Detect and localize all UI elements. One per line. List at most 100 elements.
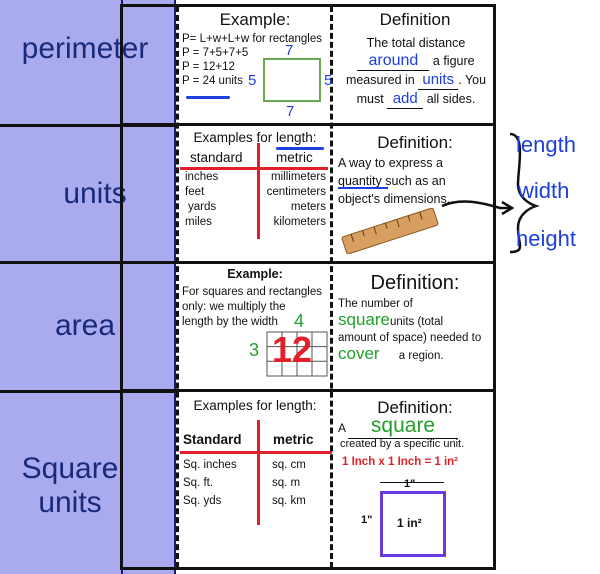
perimeter-rectangle	[263, 58, 321, 102]
def-text: A	[338, 421, 347, 435]
rect-label-top: 7	[285, 42, 294, 59]
units-definition: A way to express a quantity such as an o…	[338, 154, 496, 208]
annotation-arrow-brace	[441, 132, 540, 254]
perimeter-definition-title: Definition	[379, 10, 451, 29]
def-text: all sides.	[426, 92, 476, 106]
list-item: sq. cm	[272, 459, 306, 471]
row-divider	[120, 261, 496, 264]
term-square-units: Square units	[0, 452, 140, 520]
list-item: Sq. yds	[183, 495, 222, 507]
sq-header-standard: Standard	[183, 432, 242, 447]
area-example-text: For squares and rectangles only: we mult…	[182, 285, 330, 330]
grid-label-center: 12	[272, 329, 313, 370]
sq-formula: 1 Inch x 1 Inch = 1 in²	[342, 456, 458, 468]
example-line: only: we multiply the	[182, 301, 286, 313]
list-item: yards	[188, 201, 217, 213]
list-item: Sq. ft.	[183, 477, 214, 489]
margin-word-length: length	[516, 132, 576, 157]
sq-header-metric: metric	[273, 432, 314, 447]
def-text: a region.	[398, 350, 444, 362]
list-item: inches	[185, 171, 219, 183]
area-example-title: Example:	[227, 267, 283, 281]
margin-word-width: width	[518, 178, 570, 203]
list-item: sq. km	[272, 495, 306, 507]
grid-label-top: 4	[294, 311, 305, 331]
def-line: The total distance	[366, 36, 466, 50]
units-header-standard: standard	[190, 150, 243, 165]
def-line: cover a region.	[338, 344, 496, 364]
hand-word-square: square	[338, 310, 390, 329]
hand-word-units: units	[418, 71, 459, 90]
box-top-label: 1"	[404, 478, 416, 490]
list-item: miles	[185, 216, 212, 228]
box-center-label: 1 in²	[397, 516, 422, 530]
formula-line: P = 7+5+7+5	[182, 47, 249, 59]
list-item: kilometers	[273, 216, 326, 228]
red-column-line	[257, 420, 260, 525]
perimeter-definition: The total distance around a figure measu…	[336, 34, 496, 109]
def-line: around a figure	[336, 52, 496, 71]
area-definition-title: Definition:	[370, 272, 460, 294]
sq-definition-title: Definition:	[377, 398, 453, 417]
hand-word-cover: cover	[338, 344, 380, 363]
term-square-units-label: Square units	[21, 452, 119, 519]
row-divider	[0, 124, 176, 127]
list-item: millimeters	[271, 171, 326, 183]
def-line: object's dimensions.	[338, 192, 451, 206]
row-divider	[120, 123, 496, 126]
dimension-line	[380, 482, 444, 483]
def-text: units (total	[389, 316, 444, 328]
red-header-line	[180, 167, 328, 170]
units-header-metric: metric	[276, 150, 313, 165]
units-definition-title: Definition:	[377, 133, 453, 152]
dashed-divider	[330, 6, 333, 568]
length-underline	[276, 147, 324, 150]
units-metric-list: millimeters centimeters meters kilometer…	[258, 170, 326, 230]
list-item: centimeters	[266, 186, 326, 198]
formula-line: P= L+w+L+w for rectangles	[182, 33, 322, 45]
def-line: squareunits (total	[338, 310, 496, 330]
row-divider	[0, 390, 176, 393]
formula-line: P = 12+12	[182, 61, 235, 73]
term-area: area	[54, 309, 116, 342]
perimeter-example-title: Example:	[219, 10, 291, 29]
def-text: measured in	[345, 73, 415, 87]
sq-metric-list: sq. cm sq. m sq. km	[272, 456, 306, 510]
list-item: Sq. inches	[183, 459, 237, 471]
answer-underline	[186, 96, 230, 99]
def-text: must	[356, 92, 384, 106]
def-line: measured in units. You	[336, 71, 496, 90]
grid-label-left: 3	[249, 340, 260, 360]
sq-example-title: Examples for length:	[193, 398, 317, 413]
area-definition: The number of squareunits (total amount …	[338, 296, 496, 364]
dashed-divider	[176, 6, 179, 568]
term-column-band	[0, 0, 176, 574]
hand-word-square: square	[348, 414, 459, 439]
def-line: quantity such as an	[338, 174, 446, 188]
def-line: A way to express a	[338, 156, 443, 170]
list-item: feet	[185, 186, 205, 198]
perimeter-formula: P= L+w+L+w for rectangles P = 7+5+7+5 P …	[182, 32, 330, 88]
rect-label-left: 5	[248, 72, 257, 89]
unit-square-box	[380, 491, 446, 557]
term-perimeter: perimeter	[21, 32, 149, 65]
def-line: must add all sides.	[336, 90, 496, 109]
example-line: length by the width	[182, 316, 278, 328]
ruler-icon	[341, 208, 439, 254]
rect-label-right: 5	[324, 72, 333, 89]
units-standard-list: inches feet yards miles	[185, 170, 218, 230]
area-grid	[266, 331, 328, 377]
hand-word-around: around	[357, 52, 430, 71]
units-example-title: Examples for length:	[193, 130, 317, 145]
margin-word-height: height	[516, 226, 576, 251]
quantity-underline	[338, 187, 388, 189]
row-divider	[120, 389, 496, 392]
term-units: units	[63, 177, 127, 210]
box-side-label: 1"	[361, 514, 373, 526]
list-item: meters	[290, 201, 326, 213]
sq-definition-line2: created by a specific unit.	[340, 438, 465, 450]
rect-label-bottom: 7	[286, 103, 295, 120]
example-line: For squares and rectangles	[182, 286, 322, 298]
list-item: sq. m	[272, 477, 301, 489]
